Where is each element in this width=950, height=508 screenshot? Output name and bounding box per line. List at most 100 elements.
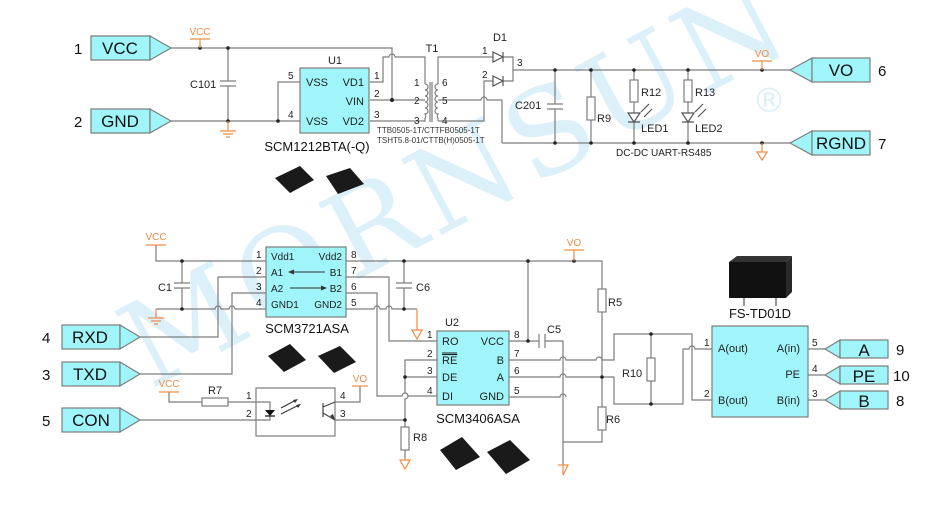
port-vcc: 1 VCC bbox=[74, 34, 173, 62]
pin-number: 7 bbox=[514, 349, 520, 360]
port-pin-number: 2 bbox=[74, 114, 82, 131]
pin-number: 2 bbox=[414, 96, 420, 107]
port-b: B 8 bbox=[823, 389, 904, 411]
u2-ref: U2 bbox=[445, 317, 459, 329]
port-label: CON bbox=[72, 411, 110, 430]
earth-ground-icon bbox=[148, 309, 164, 325]
pin-number: 3 bbox=[517, 58, 523, 69]
port-txd: 3 TXD bbox=[42, 360, 142, 388]
isolator-package-photo bbox=[268, 343, 356, 376]
port-rgnd: RGND 7 bbox=[788, 129, 886, 157]
u1-package-photo bbox=[275, 164, 364, 198]
pin-name: B2 bbox=[330, 284, 343, 295]
c6-label: C6 bbox=[416, 282, 430, 294]
registered-mark: ® bbox=[752, 81, 786, 121]
port-label: PE bbox=[853, 367, 876, 386]
port-label: GND bbox=[101, 112, 139, 131]
pin-number: 3 bbox=[256, 282, 262, 293]
pin-number: 8 bbox=[351, 250, 357, 261]
pin-number: 2 bbox=[246, 409, 252, 420]
u1-chip: U1 VSS VSS VD1 VIN VD2 5 4 1 2 3 SCM1212… bbox=[264, 55, 380, 154]
pin-name: A2 bbox=[271, 284, 284, 295]
pin-name: DI bbox=[442, 391, 453, 403]
pin-name: VD1 bbox=[343, 77, 364, 89]
pin-name: A1 bbox=[271, 268, 284, 279]
power-flag-vcc: VCC bbox=[189, 27, 211, 48]
pin-name: GND1 bbox=[271, 300, 299, 311]
t1-part-number: TTB0505-1T/CTTFB0505-1T bbox=[377, 126, 480, 135]
junction-dots bbox=[198, 46, 764, 145]
pin-number: 5 bbox=[288, 71, 294, 82]
port-con: 5 CON bbox=[42, 406, 142, 434]
flag-label: VO bbox=[353, 374, 368, 385]
resistor-r5 bbox=[597, 288, 607, 313]
port-label: VCC bbox=[102, 39, 138, 58]
port-label: RGND bbox=[816, 134, 866, 153]
c101-label: C101 bbox=[190, 79, 216, 91]
diode-d1: D1 1 2 3 bbox=[482, 32, 523, 87]
c5-label: C5 bbox=[547, 324, 561, 336]
pin-name: DE bbox=[442, 372, 457, 384]
pin-number: 4 bbox=[256, 298, 262, 309]
pin-number: 3 bbox=[374, 110, 380, 121]
top-wires bbox=[171, 47, 790, 144]
resistor-r8 bbox=[400, 426, 410, 451]
resistor-r10 bbox=[646, 357, 656, 382]
power-flag-vcc-opto: VCC bbox=[158, 379, 180, 393]
pin-number: 1 bbox=[256, 250, 262, 261]
r6-label: R6 bbox=[606, 414, 620, 426]
pin-name: A bbox=[497, 372, 505, 384]
resistor-r7 bbox=[201, 397, 229, 407]
pin-number: 1 bbox=[482, 46, 488, 57]
pin-number: 4 bbox=[340, 391, 346, 402]
pin-number: 4 bbox=[288, 110, 294, 121]
pin-number: 6 bbox=[514, 366, 520, 377]
r5-label: R5 bbox=[608, 297, 622, 309]
flag-label: VCC bbox=[145, 232, 166, 243]
ground-icon bbox=[398, 458, 412, 471]
pin-number: 1 bbox=[704, 338, 710, 349]
led-branch-1: R12 LED1 bbox=[626, 79, 669, 135]
pin-number: 3 bbox=[812, 389, 818, 400]
earth-ground-icon bbox=[220, 121, 236, 138]
fs-part-number: FS-TD01D bbox=[729, 306, 791, 321]
u1-part-number: SCM1212BTA(-Q) bbox=[264, 139, 369, 154]
r8-label: R8 bbox=[413, 432, 427, 444]
port-pin-number: 7 bbox=[878, 136, 886, 153]
c1-label: C1 bbox=[158, 282, 172, 294]
port-label: VO bbox=[829, 61, 854, 80]
port-pin-number: 6 bbox=[878, 63, 886, 80]
flag-label: VO bbox=[755, 49, 770, 60]
isolator-chip: 1 2 3 4 8 7 6 5 Vdd1 A1 A2 GND1 Vdd2 B1 … bbox=[256, 246, 357, 336]
flag-label: VCC bbox=[189, 27, 210, 38]
t1-ref: T1 bbox=[426, 43, 439, 55]
resistor-r6 bbox=[597, 406, 607, 431]
pin-number: 3 bbox=[414, 116, 420, 127]
resistor-r9 bbox=[586, 96, 596, 121]
pin-number: 5 bbox=[351, 298, 357, 309]
tvs-module: FS-TD01D 1 2 A(out) B(out) A(in) PE B(in… bbox=[704, 306, 825, 418]
pin-number: 1 bbox=[374, 71, 380, 82]
fs-module-photo bbox=[729, 256, 792, 306]
power-flag-vo-rs485: VO bbox=[564, 238, 584, 261]
pin-name: RE bbox=[442, 355, 457, 367]
pin-number: 2 bbox=[704, 389, 710, 400]
pin-name: VCC bbox=[481, 336, 504, 348]
pin-name: GND bbox=[480, 391, 505, 403]
r9-label: R9 bbox=[597, 113, 611, 125]
pin-number: 5 bbox=[442, 96, 448, 107]
pin-number: 1 bbox=[427, 330, 433, 341]
r7-label: R7 bbox=[208, 385, 222, 397]
pin-number: 6 bbox=[442, 78, 448, 89]
pin-name: VIN bbox=[346, 96, 364, 108]
circuit-caption: DC-DC UART-RS485 bbox=[616, 148, 712, 159]
pin-name: B(out) bbox=[718, 395, 748, 407]
c201-label: C201 bbox=[515, 100, 541, 112]
pin-number: 3 bbox=[340, 409, 346, 420]
isolator-part-number: SCM3721ASA bbox=[265, 321, 349, 336]
pin-name: A(out) bbox=[718, 343, 748, 355]
port-label: TXD bbox=[73, 365, 107, 384]
transceiver-u2: U2 1 2 3 4 8 7 6 5 RO RE DE DI VCC B A G… bbox=[427, 317, 520, 426]
pin-name: B(in) bbox=[777, 395, 800, 407]
bottom-junction-dots bbox=[180, 259, 653, 422]
